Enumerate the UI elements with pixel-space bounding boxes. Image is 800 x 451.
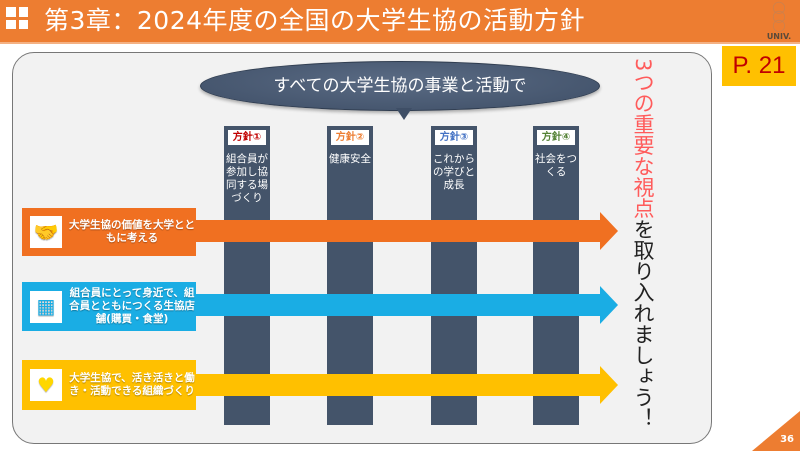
policy-label: 方針④ [537,130,575,145]
side-message-highlight: 3つの重要な視点 [631,58,655,219]
page-reference: P. 21 [722,46,796,86]
header-bar: 第3章：2024年度の全国の大学生協の活動方針 ◯◯◯UNIV. [0,0,800,44]
bubble-tail [396,108,412,120]
perspective-box-2: ▦組合員にとって身近で、組合員とともにつくる生協店舗(購買・食堂) [22,282,196,331]
side-message: 3つの重要な視点を取り入れましょう！ [628,58,658,428]
perspective-box-3: ♥ 大学生協で、活き活きと働き・活動できる組織づくり [22,360,196,410]
policy-text: 組合員が参加し協同する場づくり [226,153,268,204]
store-icon: ▦ [30,290,62,323]
page-number: 36 [780,434,794,445]
slide-title: 第3章：2024年度の全国の大学生協の活動方針 [44,6,586,35]
corner-decoration [752,411,800,451]
perspective-text: 大学生協の価値を大学とともに考える [69,219,195,244]
policy-label: 方針③ [435,130,473,145]
policy-text: 社会をつくる [535,153,577,178]
side-message-rest: を取り入れましょう！ [631,218,655,429]
policy-label: 方針① [228,130,266,145]
bubble-heading: すべての大学生協の事業と活動で [200,61,600,111]
grid-icon [6,7,28,29]
perspective-text: 大学生協で、活き活きと働き・活動できる組織づくり [69,372,195,397]
heart-icon: ♥ [30,369,62,401]
policy-text: これからの学びと成長 [433,153,475,191]
univ-coop-logo: ◯◯◯UNIV. [766,0,792,41]
handshake-icon: 🤝 [30,216,62,248]
perspective-text: 組合員にとって身近で、組合員とともにつくる生協店舗(購買・食堂) [69,287,195,325]
policy-label: 方針② [331,130,369,145]
policy-text: 健康安全 [329,153,371,165]
perspective-box-1: 🤝 大学生協の価値を大学とともに考える [22,208,196,256]
